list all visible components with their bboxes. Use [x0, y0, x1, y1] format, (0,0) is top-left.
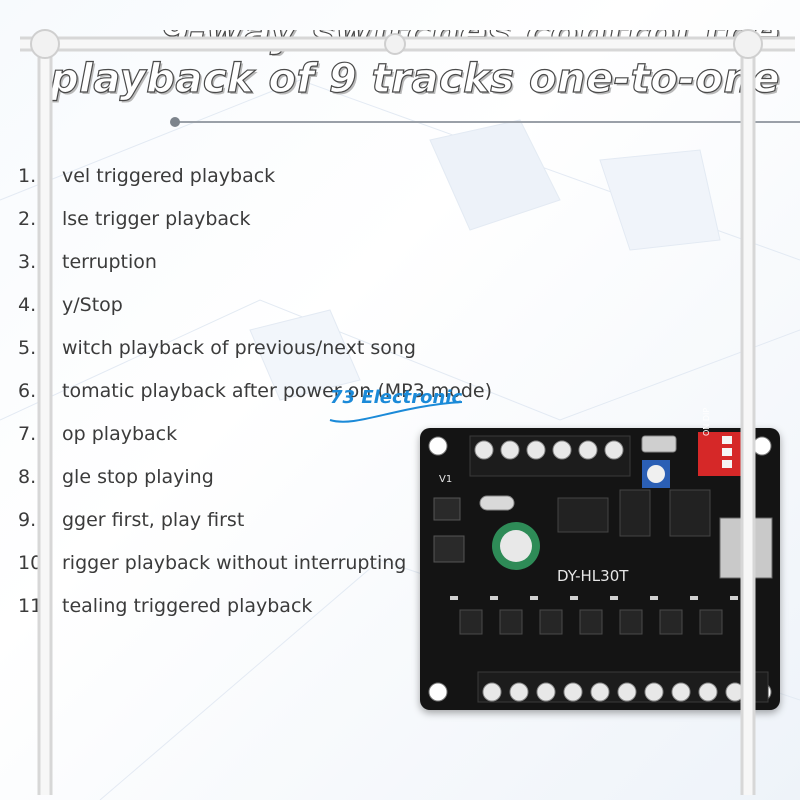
feature-number: 4.: [18, 294, 37, 316]
feature-text: gle stop playing: [62, 466, 214, 488]
feature-item: 3. terruption: [18, 251, 492, 294]
board-graphic: [428, 432, 773, 703]
feature-text: op playback: [62, 423, 178, 445]
feature-number: 10: [18, 552, 43, 574]
feature-number: 1.: [18, 165, 37, 187]
feature-text: tealing triggered playback: [62, 595, 313, 617]
board-version-label: V1: [439, 474, 453, 485]
feature-item: 11 tealing triggered playback: [18, 595, 492, 638]
feature-item: 4. y/Stop: [18, 294, 492, 337]
feature-text: tomatic playback after power on (MP3 mod…: [62, 380, 493, 402]
feature-text: terruption: [62, 251, 157, 273]
heading-divider-dot: [170, 117, 180, 127]
audio-board: V1 DY-HL30T ON DIP: [420, 408, 780, 710]
heading-line-2: playback of 9 tracks one-to-one: [49, 55, 780, 102]
board-model-label: DY-HL30T: [557, 567, 629, 585]
feature-text: y/Stop: [62, 294, 123, 316]
feature-number: 3.: [18, 251, 37, 273]
feature-item: 5. witch playback of previous/next song: [18, 337, 492, 380]
feature-text: witch playback of previous/next song: [62, 337, 416, 359]
feature-item: 1. vel triggered playback: [18, 165, 492, 208]
watermark-swoosh-icon: [329, 401, 463, 423]
feature-number: 2.: [18, 208, 37, 230]
feature-text: vel triggered playback: [62, 165, 276, 187]
feature-number: 5.: [18, 337, 37, 359]
watermark: 73 Electronic: [330, 387, 463, 408]
feature-item: 9. gger first, play first: [18, 509, 492, 552]
dip-switch-label: ON DIP: [702, 407, 711, 436]
feature-number: 6.: [18, 380, 37, 402]
feature-number: 8.: [18, 466, 37, 488]
feature-text: gger first, play first: [62, 509, 245, 531]
feature-number: 11: [18, 595, 43, 617]
feature-list: 1. vel triggered playback 2. lse trigger p…: [18, 165, 492, 638]
feature-number: 7.: [18, 423, 37, 445]
feature-item: 2. lse trigger playback: [18, 208, 492, 251]
feature-text: lse trigger playback: [62, 208, 251, 230]
feature-item: 7. op playback: [18, 423, 492, 466]
feature-item: 6. tomatic playback after power on (MP3 m…: [18, 380, 492, 423]
heading-divider: [175, 121, 800, 123]
feature-text: rigger playback without interrupting: [62, 552, 407, 574]
feature-item: 10 rigger playback without interrupting: [18, 552, 492, 595]
feature-item: 8. gle stop playing: [18, 466, 492, 509]
heading: 9-way switches control the playback of 9…: [49, 30, 780, 103]
feature-number: 9.: [18, 509, 37, 531]
